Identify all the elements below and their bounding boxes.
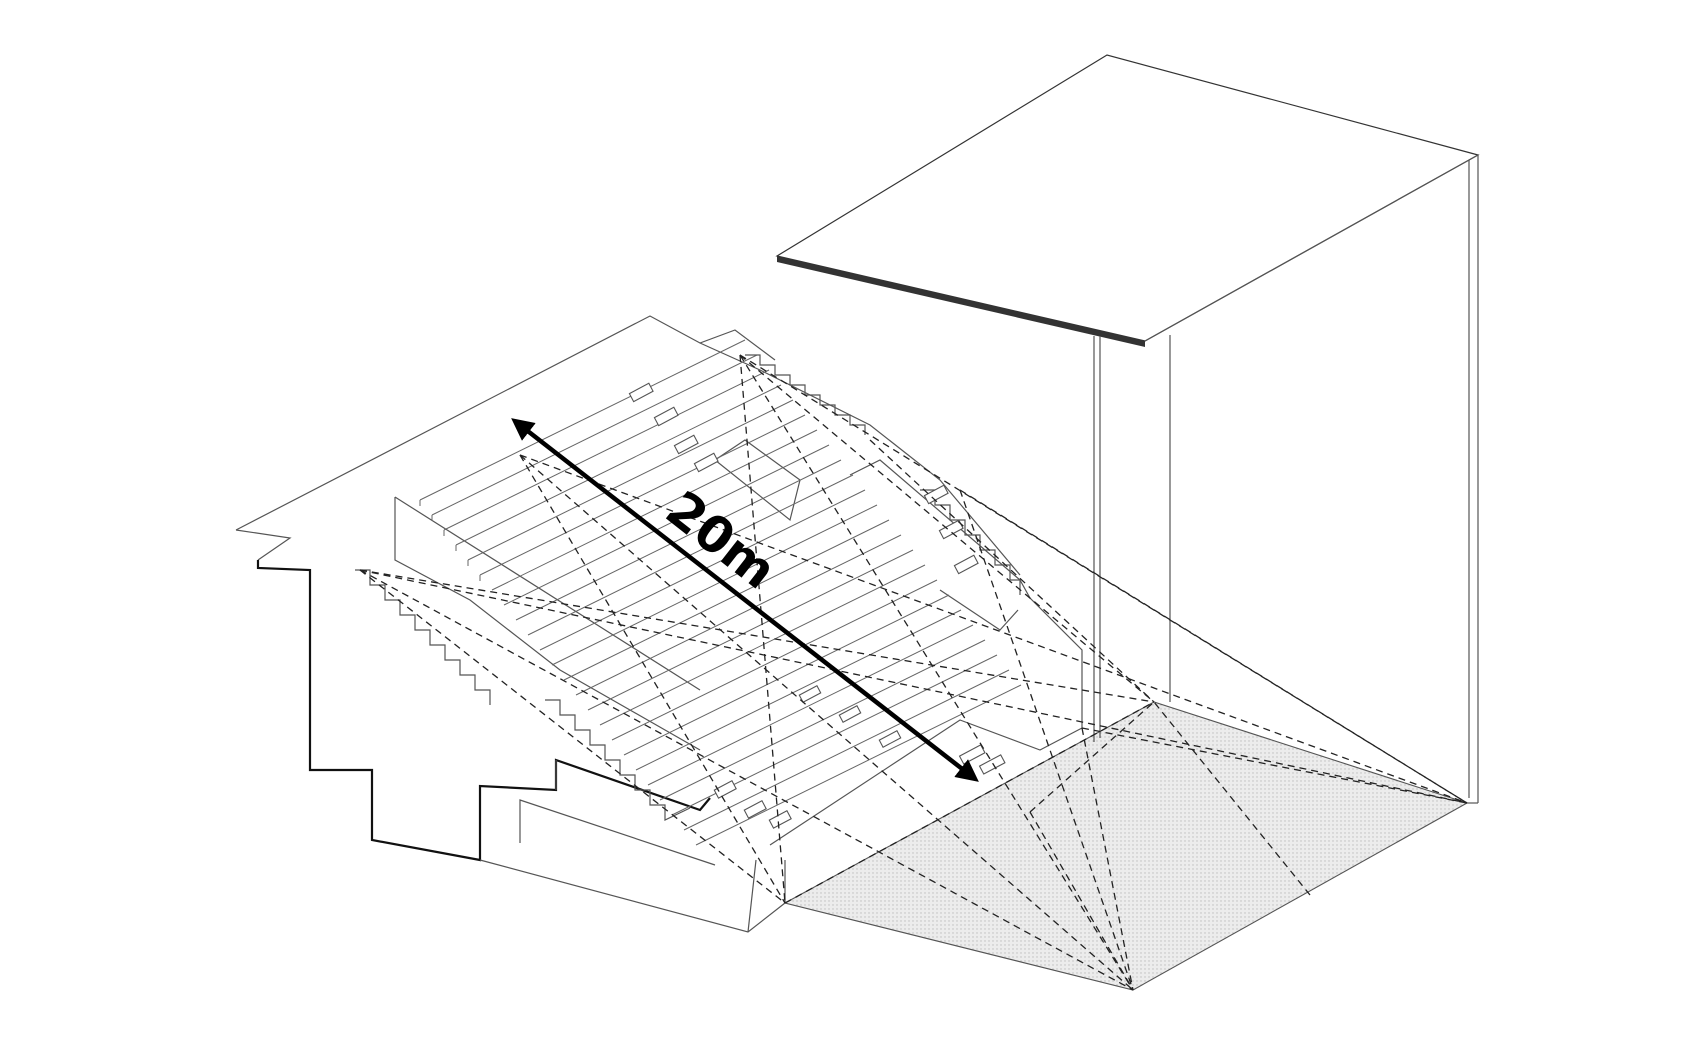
dimension-arrow — [511, 418, 979, 782]
seating-rake — [419, 339, 1022, 846]
stage-ceiling-slab-edge — [777, 256, 1145, 347]
stage-tower — [775, 54, 1480, 804]
stepped-section-left — [355, 569, 691, 821]
stage-ceiling-slab — [775, 54, 1480, 342]
seat-blocks — [628, 382, 1006, 829]
